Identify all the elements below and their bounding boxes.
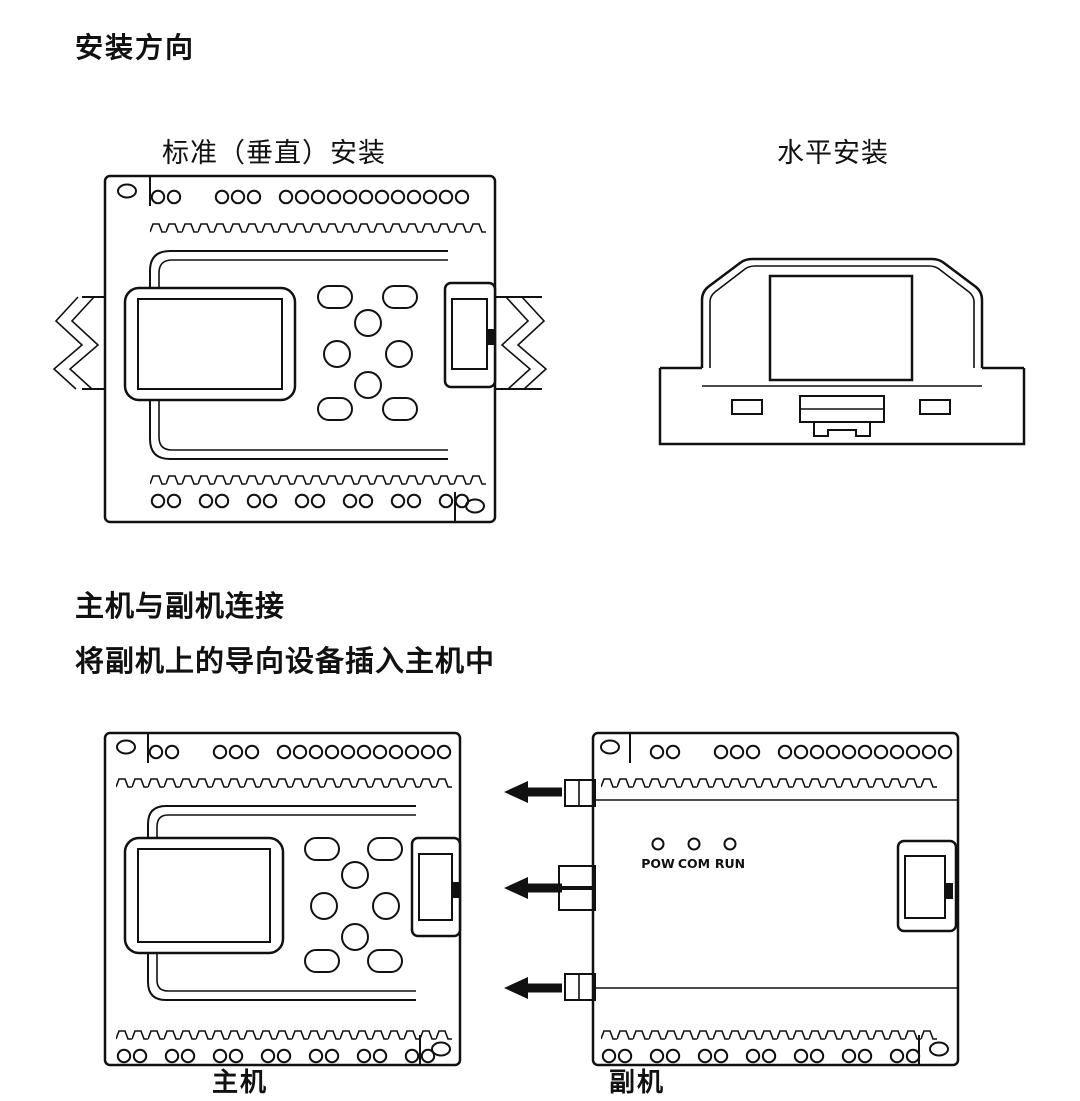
terminal-row-bottom bbox=[150, 473, 486, 509]
keypad-button bbox=[367, 837, 403, 861]
guide-connectors bbox=[558, 779, 596, 1001]
connector-socket bbox=[410, 836, 462, 938]
plc-front-view bbox=[103, 174, 497, 524]
vertical-install-diagram bbox=[52, 174, 548, 524]
led-pow-label: POW bbox=[641, 856, 675, 871]
keypad-button bbox=[382, 285, 418, 309]
secondary-unit-diagram: POW COM RUN bbox=[558, 731, 960, 1067]
terminal-row-top bbox=[601, 744, 953, 788]
keypad-button bbox=[323, 340, 351, 368]
status-leds: POW COM RUN bbox=[641, 837, 745, 871]
secondary-unit-front-view: POW COM RUN bbox=[558, 731, 960, 1067]
led-run-label: RUN bbox=[715, 856, 745, 871]
guide-tab-bottom bbox=[564, 973, 596, 1001]
guide-tab-top bbox=[564, 779, 596, 807]
terminal-row-bottom bbox=[116, 1028, 452, 1064]
mounting-hole-top-left bbox=[600, 733, 631, 763]
led-com bbox=[687, 837, 701, 851]
side-profile bbox=[658, 257, 1026, 446]
keypad-button bbox=[317, 397, 353, 421]
terminal-row-top bbox=[150, 189, 486, 233]
mount-foot-left bbox=[731, 399, 763, 415]
secondary-unit-label: 副机 bbox=[609, 1068, 666, 1098]
keypad-button bbox=[354, 371, 382, 399]
keypad bbox=[317, 285, 418, 421]
horizontal-install-label: 水平安装 bbox=[777, 138, 889, 169]
mount-foot-right bbox=[919, 399, 951, 415]
keypad bbox=[304, 837, 403, 973]
module-body bbox=[591, 731, 960, 1067]
arrow-left-icon bbox=[504, 977, 562, 999]
keypad-button bbox=[341, 923, 369, 951]
keypad-button bbox=[372, 892, 400, 920]
arrow-left-icon bbox=[504, 877, 562, 899]
keypad-button bbox=[354, 309, 382, 337]
connection-heading: 主机与副机连接 bbox=[75, 589, 286, 623]
main-unit-front-view bbox=[103, 731, 462, 1067]
led-run bbox=[723, 837, 737, 851]
terminal-row-top bbox=[116, 744, 452, 788]
connector-socket bbox=[896, 839, 958, 933]
keypad-button bbox=[317, 285, 353, 309]
led-com-label: COM bbox=[678, 856, 710, 871]
main-unit-diagram bbox=[103, 731, 462, 1067]
main-unit-label: 主机 bbox=[212, 1068, 269, 1098]
din-rail-clip bbox=[799, 395, 885, 437]
lcd-screen bbox=[123, 286, 297, 402]
keypad-button bbox=[382, 397, 418, 421]
keypad-button bbox=[367, 949, 403, 973]
page-title: 安装方向 bbox=[75, 31, 196, 64]
keypad-button bbox=[310, 892, 338, 920]
keypad-button bbox=[304, 949, 340, 973]
din-rail bbox=[52, 296, 548, 390]
connection-instruction: 将副机上的导向设备插入主机中 bbox=[75, 644, 496, 678]
lcd-screen bbox=[123, 836, 285, 955]
keypad-button bbox=[341, 861, 369, 889]
arrow-left-icon bbox=[504, 781, 562, 803]
guide-tab-middle bbox=[558, 865, 596, 911]
vertical-install-label: 标准（垂直）安装 bbox=[162, 138, 386, 169]
connector-socket bbox=[443, 281, 497, 389]
keypad-button bbox=[385, 340, 413, 368]
terminal-row-bottom bbox=[601, 1028, 937, 1064]
screen-window bbox=[768, 274, 914, 382]
keypad-button bbox=[304, 837, 340, 861]
horizontal-install-diagram bbox=[658, 257, 1026, 446]
led-pow bbox=[651, 837, 665, 851]
